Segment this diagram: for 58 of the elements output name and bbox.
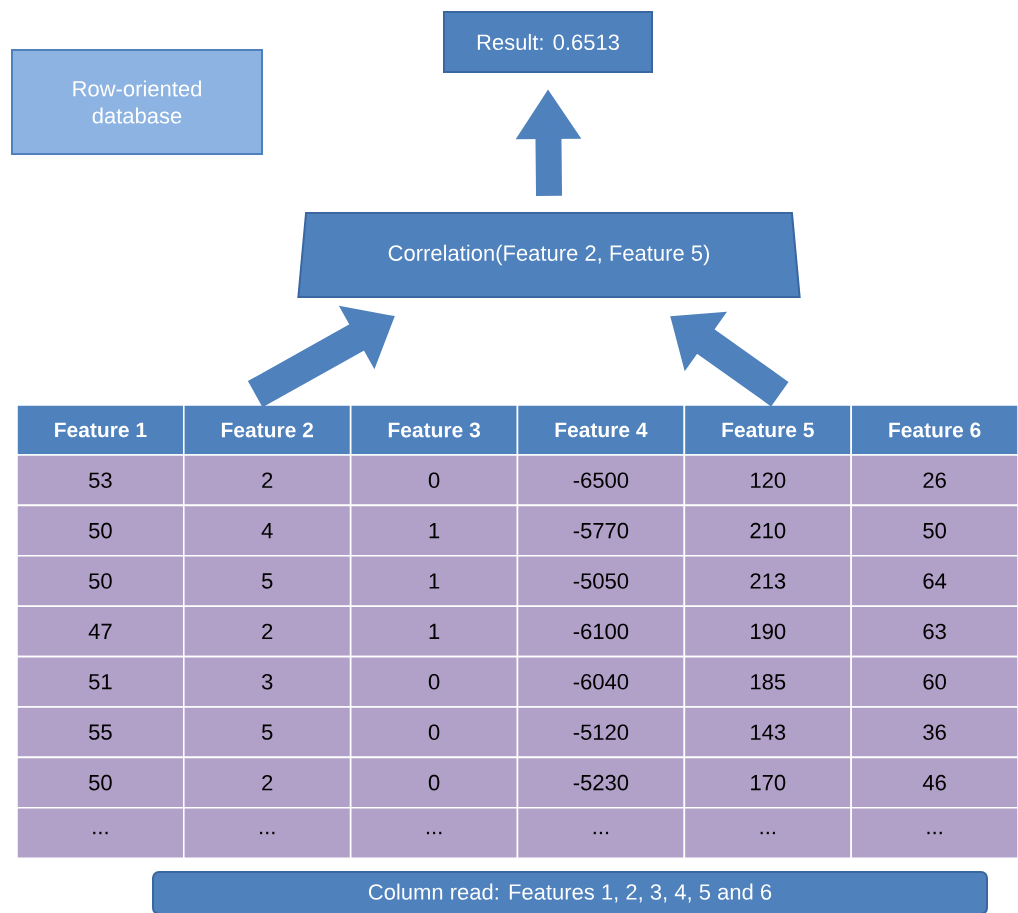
table-cell: 210 (683, 504, 852, 557)
table-cell: ... (683, 807, 852, 859)
table-cell: 120 (683, 454, 852, 507)
table-cell: 5 (183, 555, 352, 607)
table-cell: 1 (349, 555, 519, 607)
table-cell: 2 (183, 605, 352, 658)
table-cell: 63 (850, 605, 1018, 658)
column-header: Feature 1 (16, 404, 185, 456)
table-cell: 50 (850, 504, 1018, 557)
status-bar: Column read: Features 1, 2, 3, 4, 5 and 6 (152, 871, 988, 913)
column-header: Feature 2 (183, 404, 352, 456)
table-cell: ... (349, 807, 519, 859)
table-cell: -6040 (516, 655, 686, 708)
table-cell: 5 (183, 706, 352, 759)
table-cell: 2 (183, 756, 352, 809)
function-trapezoid: Correlation(Feature 2, Feature 5) (297, 212, 801, 298)
table-cell: 64 (850, 555, 1018, 607)
table-cell: 3 (183, 655, 352, 708)
table-cell: 0 (349, 454, 519, 507)
table-cell: 60 (850, 655, 1018, 708)
table-cell: ... (183, 807, 352, 859)
table-cell: 55 (16, 706, 185, 759)
table-cell: -5120 (516, 706, 686, 759)
table-cell: 0 (349, 756, 519, 809)
table-cell: 36 (850, 706, 1018, 759)
table-cell: 47 (16, 605, 185, 658)
table-cell: 4 (183, 504, 352, 557)
table-cell: -5770 (516, 504, 686, 557)
table-cell: ... (850, 807, 1018, 859)
table-cell: -6500 (516, 454, 686, 507)
table-cell: 50 (16, 555, 185, 607)
table-cell: 46 (850, 756, 1018, 809)
table-cell: 26 (850, 454, 1018, 507)
table-cell: 2 (183, 454, 352, 507)
table-cell: ... (516, 807, 686, 859)
table-cell: -6100 (516, 605, 686, 658)
table-cell: 1 (349, 504, 519, 557)
column-header: Feature 6 (850, 404, 1018, 456)
table-cell: 213 (683, 555, 852, 607)
table-cell: 190 (683, 605, 852, 658)
table-cell: 0 (349, 655, 519, 708)
column-header: Feature 3 (349, 404, 519, 456)
table-cell: 143 (683, 706, 852, 759)
table-cell: 50 (16, 756, 185, 809)
table-cell: 51 (16, 655, 185, 708)
table-cell: ... (16, 807, 185, 859)
table-cell: -5050 (516, 555, 686, 607)
column-header: Feature 4 (516, 404, 686, 456)
table-cell: 185 (683, 655, 852, 708)
result-box: Result: 0.6513 (443, 11, 653, 73)
table-cell: 53 (16, 454, 185, 507)
table-cell: 0 (349, 706, 519, 759)
table-cell: 50 (16, 504, 185, 557)
table-cell: -5230 (516, 756, 686, 809)
table-cell: 170 (683, 756, 852, 809)
column-header: Feature 5 (683, 404, 852, 456)
table-cell: 1 (349, 605, 519, 658)
label-box: Row-oriented database (11, 49, 263, 155)
